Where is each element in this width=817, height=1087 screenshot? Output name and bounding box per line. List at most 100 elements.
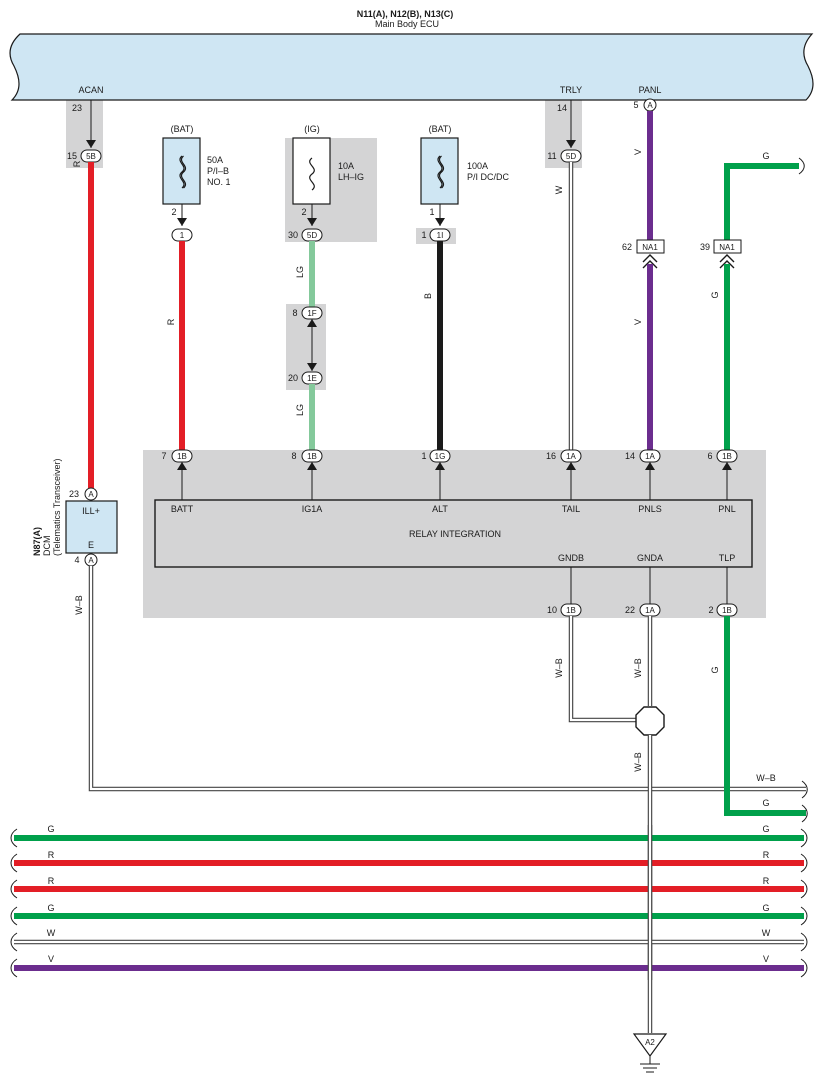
fuse1-connector-label: 1 bbox=[180, 231, 185, 240]
wire-label-gnda: W–B bbox=[633, 658, 643, 678]
na1-left-chevron-icon bbox=[642, 254, 658, 269]
wire-label-bus-g: G bbox=[762, 798, 769, 808]
wire-label-panl-lower: V bbox=[633, 319, 643, 325]
dcm-name: DCM bbox=[42, 536, 52, 557]
na1-right-chevron-icon bbox=[719, 254, 735, 269]
connector-na1-right-pin: 39 bbox=[700, 242, 710, 252]
dcm-desc: (Telematics Transceiver) bbox=[52, 458, 62, 556]
dcm-pin-bottom: 4 bbox=[74, 555, 79, 565]
dcm-top-connector bbox=[84, 487, 98, 501]
wire-label-batt: R bbox=[166, 318, 176, 325]
dcm-pin-top: 23 bbox=[69, 489, 79, 499]
dcm-top-connector-label: A bbox=[88, 490, 94, 499]
relay-pnls-conn: 1A bbox=[645, 452, 655, 461]
dcm-box bbox=[65, 500, 118, 554]
connector-5d-pin: 11 bbox=[547, 151, 556, 161]
ecu-pin-trly: 14 bbox=[557, 103, 567, 113]
relay-top-terminals: 1B 7 BATT 1B 8 IG1A 1G 1 ALT 1A 16 bbox=[161, 449, 738, 514]
junction-arrow-down-icon bbox=[307, 363, 317, 371]
ecu-terminal-trly: TRLY bbox=[560, 85, 582, 95]
relay-integration-name: RELAY INTEGRATION bbox=[409, 529, 501, 539]
wire-gndb bbox=[568, 616, 636, 723]
wire-label-ig1a-lower: LG bbox=[295, 404, 305, 416]
fuse1-name2: NO. 1 bbox=[207, 177, 231, 187]
relay-terminal-ig1a: 1B 8 IG1A bbox=[291, 449, 323, 514]
dcm-terminal-top: ILL+ bbox=[82, 506, 100, 516]
wire-label-pnl-mid: G bbox=[710, 291, 720, 298]
bus-left-breaks bbox=[10, 828, 18, 978]
connector-5b-label: 5B bbox=[86, 152, 96, 161]
relay-terminal-pnl: 1B 6 PNL bbox=[707, 449, 738, 514]
wire-tlp bbox=[724, 616, 806, 816]
bus-line-1-left-label: G bbox=[47, 824, 54, 834]
relay-pnls-pin: 14 bbox=[625, 451, 635, 461]
relay-pnl-label: PNL bbox=[718, 504, 736, 514]
relay-gnda-pin: 22 bbox=[625, 605, 635, 615]
bus-right-breaks bbox=[800, 828, 808, 978]
relay-alt-arrow-icon bbox=[435, 462, 445, 470]
relay-ig1a-label: IG1A bbox=[302, 504, 323, 514]
bus-line-5-left-label: W bbox=[47, 928, 56, 938]
wire-label-tail: W bbox=[554, 185, 564, 194]
connector-1e-pin: 20 bbox=[288, 373, 298, 383]
wire-label-bus-wb: W–B bbox=[756, 773, 776, 783]
relay-gndb-label: GNDB bbox=[558, 553, 584, 563]
connector-na1-left bbox=[636, 239, 665, 254]
relay-terminal-tail: 1A 16 TAIL bbox=[546, 449, 582, 514]
relay-gndb-conn: 1B bbox=[566, 606, 576, 615]
relay-terminal-batt: 1B 7 BATT bbox=[161, 449, 194, 514]
relay-batt-label: BATT bbox=[171, 504, 194, 514]
bus-line-2-right-label: R bbox=[763, 850, 770, 860]
bus-line-4-right-label: G bbox=[762, 903, 769, 913]
fuse2-rating: 10A bbox=[338, 161, 354, 171]
pnl-top-break bbox=[798, 157, 805, 175]
fuse2-connector-label: 5D bbox=[307, 231, 317, 240]
fuse3-rating: 100A bbox=[467, 161, 488, 171]
relay-bottom-terminals: GNDB GNDA TLP 1B 10 1A 22 1B 2 bbox=[547, 553, 738, 617]
wire-label-ig1a-upper: LG bbox=[295, 266, 305, 278]
fuse2-pin: 2 bbox=[301, 207, 306, 217]
fuse3-box bbox=[420, 137, 459, 205]
fuse2-fuse-icon bbox=[309, 157, 315, 191]
fuse3-connector-label: 1I bbox=[437, 231, 444, 240]
connector-na1-right bbox=[713, 239, 742, 254]
ecu-pin-acan: 23 bbox=[72, 103, 82, 113]
wire-dcm-ground-core bbox=[89, 566, 806, 791]
fuse1-name: P/I–B bbox=[207, 166, 229, 176]
wire-pnl-top bbox=[724, 163, 799, 240]
fuse1-source: (BAT) bbox=[171, 124, 194, 134]
connector-na1-right-label: NA1 bbox=[719, 243, 735, 252]
bus-line-3-right-label: R bbox=[763, 876, 770, 886]
fuse2-box bbox=[292, 137, 331, 205]
fuse1-box bbox=[162, 137, 201, 205]
relay-tail-label: TAIL bbox=[562, 504, 580, 514]
relay-tail-conn: 1A bbox=[566, 452, 576, 461]
bus-line-6-right-label: V bbox=[763, 954, 769, 964]
wire-label-gndb: W–B bbox=[554, 658, 564, 678]
connector-5b-pin: 15 bbox=[67, 151, 77, 161]
relay-tlp-label: TLP bbox=[719, 553, 736, 563]
connector-1e-label: 1E bbox=[307, 374, 317, 383]
wire-label-alt: B bbox=[423, 293, 433, 299]
bus-upper-breaks bbox=[801, 780, 808, 823]
fuse1-arrow-icon bbox=[177, 218, 187, 226]
connector-na1-left-label: NA1 bbox=[642, 243, 658, 252]
relay-pnl-conn: 1B bbox=[722, 452, 732, 461]
relay-pnl-arrow-icon bbox=[722, 462, 732, 470]
wire-label-pnl-top: G bbox=[762, 151, 769, 161]
relay-tail-pin: 16 bbox=[546, 451, 556, 461]
connector-1f-pin: 8 bbox=[292, 308, 297, 318]
trly-arrow-icon bbox=[566, 140, 576, 148]
ecu-title: N11(A), N12(B), N13(C) bbox=[357, 9, 454, 19]
relay-ig1a-conn: 1B bbox=[307, 452, 317, 461]
relay-alt-label: ALT bbox=[432, 504, 448, 514]
dcm-bottom-connector-label: A bbox=[88, 556, 94, 565]
bus-line-3-left-label: R bbox=[48, 876, 55, 886]
wire-label-tlp: G bbox=[710, 666, 720, 673]
relay-pnl-pin: 6 bbox=[707, 451, 712, 461]
fuse3-arrow-icon bbox=[435, 218, 445, 226]
relay-batt-conn: 1B bbox=[177, 452, 187, 461]
ground-point-icon bbox=[632, 1033, 668, 1058]
bus-lines: G G R R R R G G W W V V bbox=[10, 824, 808, 980]
connector-1f-label: 1F bbox=[307, 309, 316, 318]
